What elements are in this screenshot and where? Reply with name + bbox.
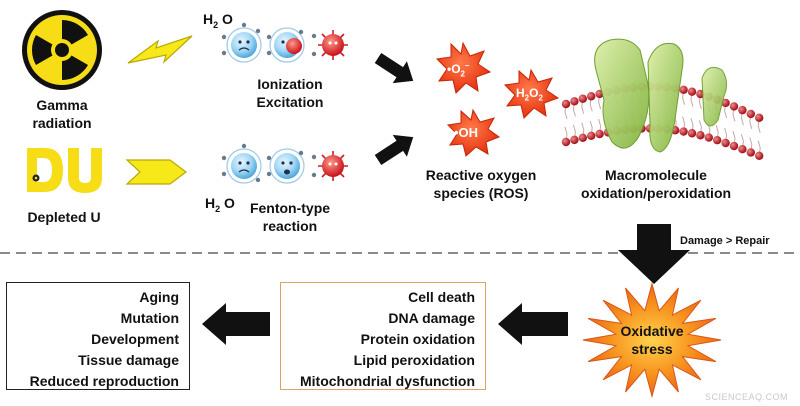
depleted-uranium-logo-icon bbox=[27, 148, 102, 193]
damage-repair-label: Damage > Repair bbox=[680, 235, 770, 247]
arrow-to-ros-bottom-icon bbox=[374, 134, 414, 166]
water-molecules-fenton-icon bbox=[221, 143, 348, 184]
effect-item: Mitochondrial dysfunction bbox=[300, 373, 475, 389]
hydroxyl-label: •OH bbox=[454, 125, 479, 140]
arrow-to-effects-icon bbox=[498, 303, 568, 345]
water-molecules-ionization-icon bbox=[221, 22, 348, 63]
peroxide-icon bbox=[503, 68, 560, 119]
arrow-to-outcomes-icon bbox=[202, 303, 270, 345]
effect-item: Lipid peroxidation bbox=[353, 352, 475, 368]
arrow-to-ros-top-icon bbox=[374, 52, 414, 84]
outcome-item: Mutation bbox=[120, 310, 179, 326]
watermark: SCIENCEAQ.COM bbox=[704, 392, 788, 402]
water-label-bottom: H2 O bbox=[205, 195, 235, 214]
effect-item: Cell death bbox=[408, 289, 475, 305]
peroxide-label: H2O2 bbox=[516, 86, 543, 103]
outcome-item: Development bbox=[91, 331, 179, 347]
depleted-u-label: Depleted U bbox=[27, 209, 101, 225]
effect-item: Protein oxidation bbox=[360, 331, 475, 347]
outcome-item: Reduced reproduction bbox=[29, 373, 179, 389]
superoxide-radical-icon bbox=[435, 41, 492, 94]
chevron-arrow-icon bbox=[125, 159, 187, 185]
lightning-bolt-icon bbox=[127, 35, 193, 64]
hydroxyl-radical-icon bbox=[446, 108, 501, 157]
outcome-item: Tissue damage bbox=[78, 352, 179, 368]
water-label-top: H2 O bbox=[203, 11, 233, 30]
outcomes-box: Aging Mutation Development Tissue damage… bbox=[6, 282, 190, 390]
membrane-protein-icon bbox=[594, 38, 728, 153]
outcome-item: Aging bbox=[139, 289, 179, 305]
damage-down-arrow-icon bbox=[618, 224, 690, 284]
cellular-effects-box: Cell death DNA damage Protein oxidation … bbox=[280, 282, 486, 390]
effect-item: DNA damage bbox=[388, 310, 475, 326]
oxidative-stress-star-icon bbox=[582, 281, 722, 399]
superoxide-label: •O2– bbox=[447, 61, 470, 79]
radiation-symbol-icon bbox=[22, 10, 102, 90]
